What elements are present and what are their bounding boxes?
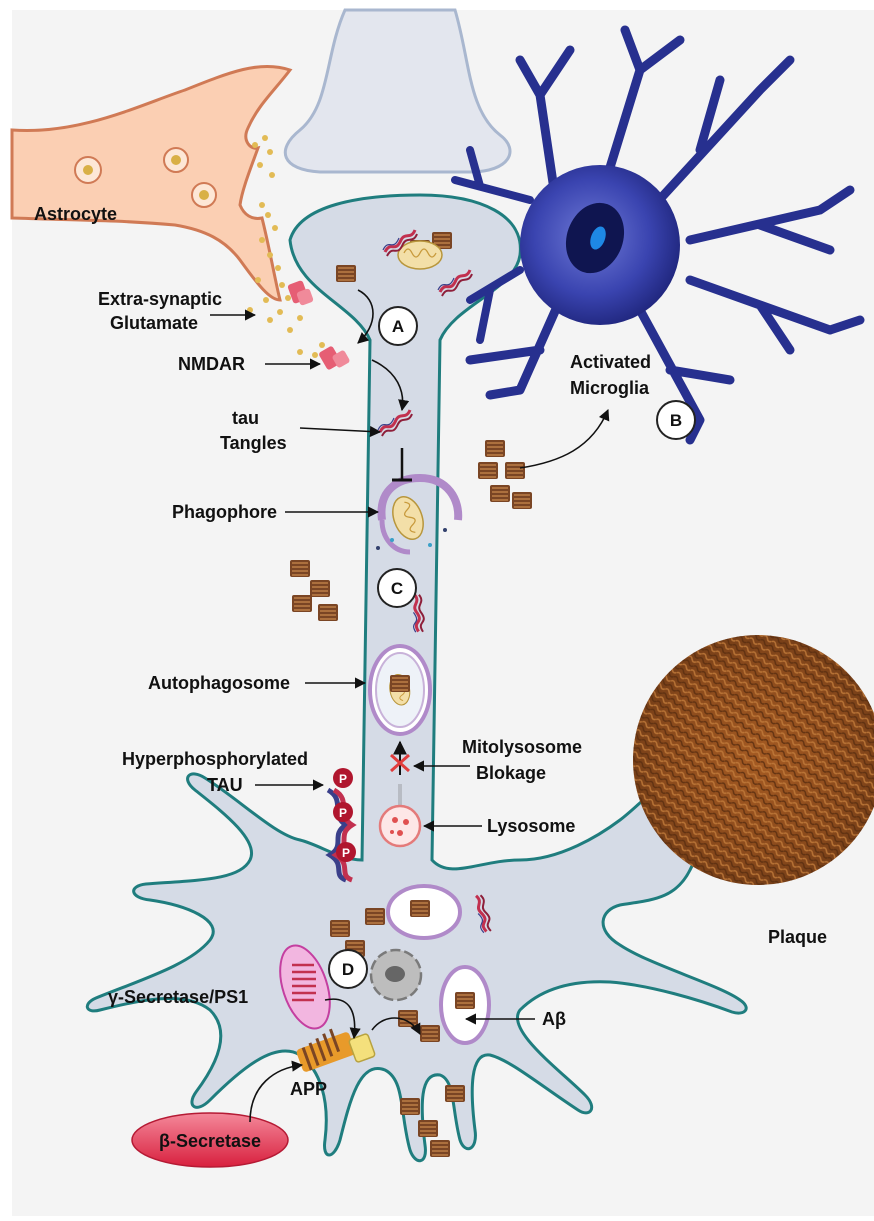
autophagosome-label: Autophagosome: [148, 673, 290, 693]
microglia-label-line2: Microglia: [570, 378, 650, 398]
svg-text:A: A: [392, 317, 404, 336]
stage-marker-b: B: [657, 401, 695, 439]
phagophore-label: Phagophore: [172, 502, 277, 522]
microglia-label-line1: Activated: [570, 352, 651, 372]
p-marker-2: P: [339, 806, 347, 820]
svg-text:B: B: [670, 411, 682, 430]
app-label: APP: [290, 1079, 327, 1099]
tau-label-line2: Tangles: [220, 433, 287, 453]
lysosome: [380, 806, 420, 846]
astrocyte-label: Astrocyte: [34, 204, 117, 224]
svg-text:C: C: [391, 579, 403, 598]
p-marker-1: P: [339, 772, 347, 786]
stage-marker-c: C: [378, 569, 416, 607]
glutamate-label-line2: Glutamate: [110, 313, 198, 333]
nmdar-label: NMDAR: [178, 354, 245, 374]
hyperphosphorylated-label-line2: TAU: [207, 775, 243, 795]
lysosome-label: Lysosome: [487, 816, 575, 836]
plaque-label: Plaque: [768, 927, 827, 947]
gamma-secretase-label: γ-Secretase/PS1: [108, 987, 248, 1007]
svg-text:D: D: [342, 960, 354, 979]
stage-marker-a: A: [379, 307, 417, 345]
autophagosome: [370, 646, 430, 734]
p-marker-3: P: [342, 846, 350, 860]
nucleus: [371, 950, 421, 1000]
mitolysosome-label-line2: Blokage: [476, 763, 546, 783]
glutamate-label-line1: Extra-synaptic: [98, 289, 222, 309]
hyperphosphorylated-label-line1: Hyperphosphorylated: [122, 749, 308, 769]
mitolysosome-label-line1: Mitolysosome: [462, 737, 582, 757]
beta-secretase-label: β-Secretase: [159, 1131, 261, 1151]
amyloid-plaque: [633, 635, 874, 885]
stage-marker-d: D: [329, 950, 367, 988]
tau-label-line1: tau: [232, 408, 259, 428]
abeta-label: Aβ: [542, 1009, 566, 1029]
